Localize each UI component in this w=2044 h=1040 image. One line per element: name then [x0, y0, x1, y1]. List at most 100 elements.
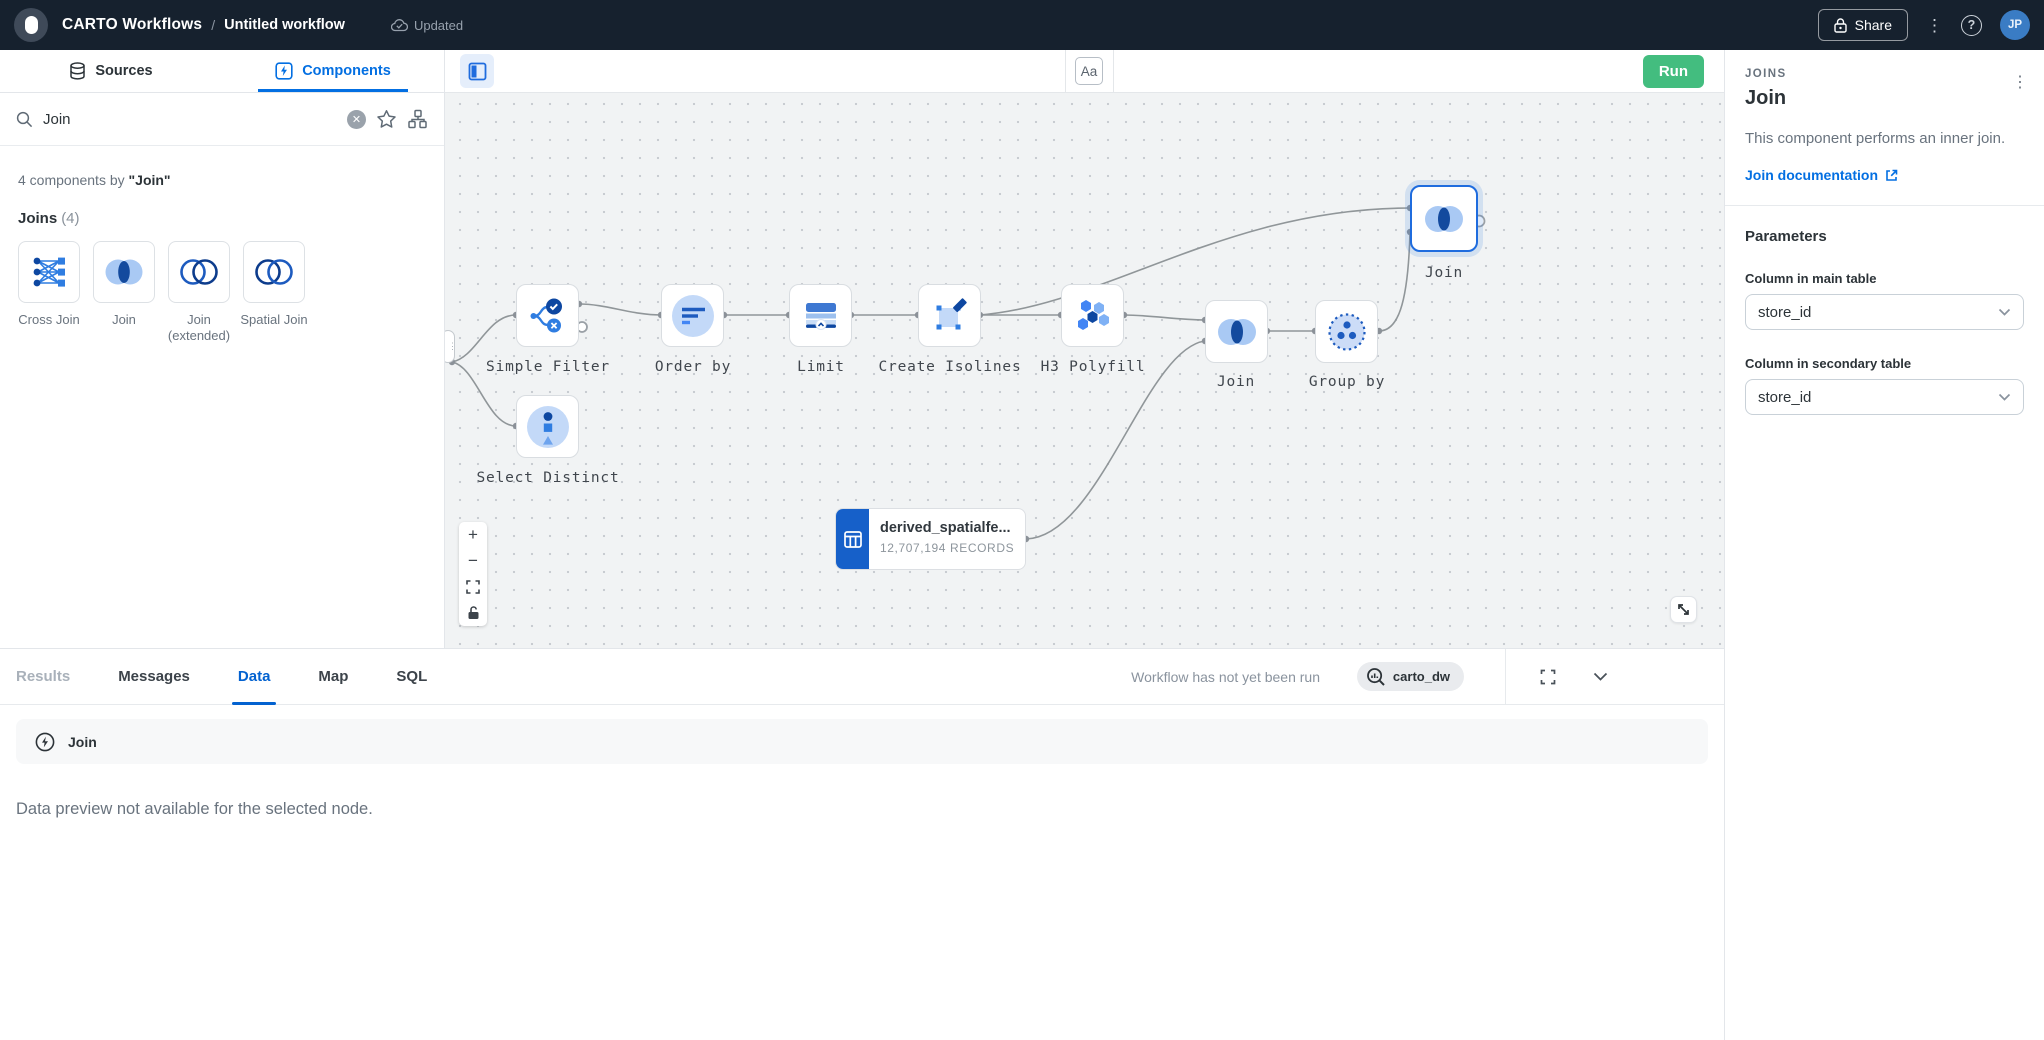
search-icon — [16, 111, 33, 127]
divider — [1505, 649, 1506, 704]
component-tiles: Cross Join Join Join (extended) — [0, 227, 444, 345]
component-tile[interactable] — [18, 241, 80, 303]
search-input[interactable] — [43, 110, 337, 128]
collapse-panel-button[interactable] — [1593, 672, 1608, 681]
chevron-down-icon — [1593, 672, 1608, 681]
accordion-node-name: Join — [68, 733, 97, 750]
panel-more-options-icon[interactable]: ⋮ — [2012, 74, 2028, 91]
table-node-title: derived_spatialfe... — [880, 520, 1011, 536]
favorites-icon[interactable] — [376, 109, 397, 129]
fit-view-button[interactable] — [459, 574, 487, 600]
node-order-by[interactable] — [661, 284, 724, 347]
node-label: Group by — [1308, 374, 1386, 390]
table-node-records: 12,707,194 RECORDS — [880, 541, 1015, 555]
join-icon — [1425, 205, 1463, 232]
node-label: Select Distinct — [476, 470, 620, 486]
node-label: Simple Filter — [486, 359, 610, 375]
fit-view-icon — [466, 580, 480, 594]
component-search: ✕ — [0, 93, 444, 146]
node-label: Limit — [797, 359, 845, 375]
workflow-canvas: Aa Run — [445, 50, 1724, 648]
node-simple-filter[interactable] — [516, 284, 579, 347]
select-column-secondary-table[interactable]: store_id — [1745, 379, 2024, 415]
resize-panel-button[interactable] — [1670, 596, 1697, 623]
create-isolines-icon — [936, 297, 967, 329]
avatar[interactable]: JP — [2000, 10, 2030, 40]
breadcrumb-separator: / — [211, 17, 216, 33]
select-distinct-icon — [526, 405, 569, 448]
spatial-join-icon — [255, 259, 293, 285]
node-label: Create Isolines — [878, 359, 1022, 375]
tab-sources[interactable]: Sources — [0, 50, 222, 92]
table-icon — [843, 530, 862, 548]
clear-search-icon[interactable]: ✕ — [347, 109, 366, 129]
components-sidebar: Sources Components ✕ 4 components by "Jo… — [0, 50, 445, 648]
unlock-icon — [468, 606, 478, 619]
search-results-summary: 4 components by "Join" — [18, 172, 171, 188]
component-tile[interactable] — [168, 241, 230, 303]
toggle-sidebar-button[interactable] — [460, 54, 494, 88]
tab-messages[interactable]: Messages — [118, 668, 190, 685]
lock-canvas-button[interactable] — [459, 600, 487, 626]
extension-packages-icon[interactable] — [407, 109, 428, 129]
simple-filter-icon — [530, 298, 562, 332]
workflow-status-text: Workflow has not yet been run — [1131, 668, 1320, 685]
node-join-selected[interactable] — [1410, 185, 1478, 252]
join-extended-icon — [180, 259, 218, 285]
share-button[interactable]: Share — [1817, 9, 1908, 41]
component-description: This component performs an inner join. — [1745, 130, 2006, 147]
documentation-link[interactable]: Join documentation — [1745, 167, 2024, 183]
zoom-out-button[interactable]: − — [468, 551, 478, 570]
edge — [1378, 231, 1411, 332]
component-category: JOINS — [1745, 68, 1787, 80]
node-accordion[interactable]: Join — [16, 719, 1708, 764]
toolbar-divider — [1065, 50, 1066, 92]
help-icon[interactable]: ? — [1961, 14, 1982, 36]
select-column-main-table[interactable]: store_id — [1745, 294, 2024, 330]
more-options-icon[interactable]: ⋮ — [1926, 15, 1943, 35]
grip-icon: ⋮⋮ — [445, 341, 457, 351]
carto-logo-dot — [24, 16, 38, 34]
node-join[interactable] — [1205, 300, 1268, 363]
connection-badge[interactable]: carto_dw — [1356, 662, 1464, 691]
zoom-in-button[interactable]: + — [468, 525, 478, 544]
edge — [979, 207, 1411, 316]
workflow-board[interactable]: ⋮⋮ Select Distinct Simple Filter — [445, 93, 1724, 648]
sidebar-tabs: Sources Components — [0, 50, 444, 93]
chevron-down-icon — [1998, 308, 2011, 316]
node-label: Join — [1424, 265, 1464, 281]
tab-data[interactable]: Data — [231, 649, 276, 705]
save-status: Updated — [390, 18, 463, 33]
tab-map[interactable]: Map — [318, 668, 349, 685]
group-by-icon — [1327, 312, 1366, 351]
limit-icon — [805, 302, 836, 330]
node-group-by[interactable] — [1315, 300, 1378, 363]
component-cross-join: Cross Join — [14, 241, 84, 345]
field-label-main-table: Column in main table — [1745, 271, 1877, 286]
node-select-distinct[interactable] — [516, 395, 579, 458]
divider — [1725, 205, 2044, 206]
component-lightning-icon — [35, 732, 55, 751]
component-tile[interactable] — [93, 241, 155, 303]
table-icon-wrap — [836, 509, 869, 569]
maximize-panel-button[interactable] — [1540, 669, 1556, 685]
results-panel: Results Messages Data Map SQL Workflow h… — [0, 648, 1724, 1040]
diagonal-arrows-icon — [1678, 604, 1689, 615]
node-h3-polyfill[interactable] — [1061, 284, 1124, 347]
component-tile[interactable] — [243, 241, 305, 303]
workflow-name[interactable]: Untitled workflow — [224, 17, 345, 33]
collapsed-node-handle[interactable]: ⋮⋮ — [445, 330, 457, 363]
edge — [1025, 340, 1206, 540]
node-create-isolines[interactable] — [918, 284, 981, 347]
tab-components[interactable]: Components — [222, 50, 444, 92]
tab-results[interactable]: Results — [16, 668, 71, 685]
edge — [451, 314, 517, 363]
tab-sql[interactable]: SQL — [396, 668, 428, 685]
run-button[interactable]: Run — [1642, 55, 1704, 88]
cross-join-icon — [33, 257, 65, 287]
node-limit[interactable] — [789, 284, 852, 347]
components-icon — [275, 62, 293, 80]
annotation-tool-button[interactable]: Aa — [1075, 57, 1103, 85]
join-icon — [105, 259, 143, 285]
node-source-table[interactable]: derived_spatialfe... 12,707,194 RECORDS — [835, 508, 1026, 570]
